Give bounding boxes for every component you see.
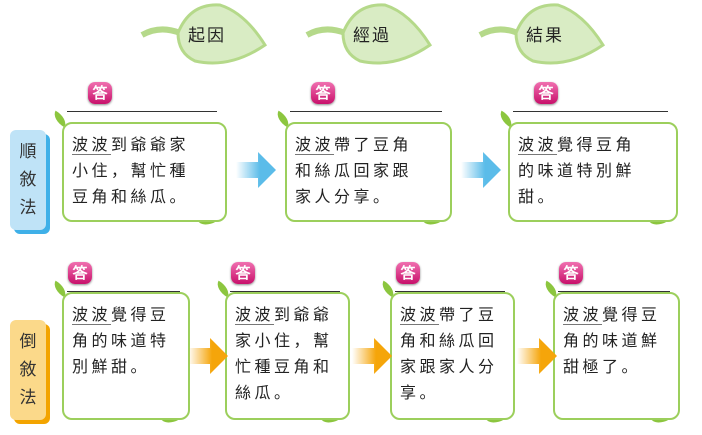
line-text: 到爺爺 xyxy=(274,305,333,324)
line-text: 忙種豆角和 xyxy=(235,357,333,376)
text-line: 家人分享。 xyxy=(295,184,442,210)
answer-badge: 答 xyxy=(88,82,112,104)
text-line: 絲瓜。 xyxy=(235,380,340,406)
row-label-char: 順 xyxy=(19,142,37,162)
line-text: 角的味道特 xyxy=(72,331,170,350)
text-line: 豆角和絲瓜。 xyxy=(72,184,217,210)
line-text: 帶了豆 xyxy=(439,305,498,324)
leaf-icon xyxy=(140,3,268,65)
text-line: 小住，幫忙種 xyxy=(72,158,217,184)
line-text: 別鮮甜。 xyxy=(72,357,151,376)
answer-line xyxy=(395,291,505,292)
name-underlined: 波波 xyxy=(400,305,440,324)
arrow-right-icon xyxy=(236,150,276,190)
answer-box: 波波帶了豆角和絲瓜回家跟家人分享。 xyxy=(285,122,452,222)
answer-box: 波波帶了豆角和絲瓜回家跟家人分享。 xyxy=(390,292,515,420)
line-text: 和絲瓜回家跟 xyxy=(295,161,413,180)
name-underlined: 波波 xyxy=(518,135,558,154)
answer-box: 波波到爺爺家小住，幫忙種豆角和絲瓜。 xyxy=(225,292,350,420)
row-label-char: 敘 xyxy=(19,360,37,380)
text-line: 角的味道特 xyxy=(72,328,180,354)
text-line: 波波覺得豆角 xyxy=(518,132,668,158)
line-text: 甜。 xyxy=(518,187,558,206)
stage-label: 起因 xyxy=(188,26,226,46)
line-text: 角和絲瓜回 xyxy=(400,331,498,350)
text-line: 享。 xyxy=(400,380,505,406)
answer-badge: 答 xyxy=(68,262,92,284)
line-text: 享。 xyxy=(400,383,440,402)
text-line: 甜。 xyxy=(518,184,668,210)
answer-line xyxy=(230,291,340,292)
line-text: 覺得豆 xyxy=(111,305,170,324)
stage-leaf: 結果 xyxy=(478,3,606,65)
name-underlined: 波波 xyxy=(72,305,112,324)
line-text: 帶了豆角 xyxy=(334,135,413,154)
text-line: 和絲瓜回家跟 xyxy=(295,158,442,184)
text-line: 波波帶了豆 xyxy=(400,302,505,328)
answer-box: 波波覺得豆角的味道鮮甜極了。 xyxy=(553,292,680,420)
name-underlined: 波波 xyxy=(72,135,112,154)
text-line: 角和絲瓜回 xyxy=(400,328,505,354)
answer-line xyxy=(67,291,180,292)
arrow-right-icon xyxy=(461,150,501,190)
arrow-right-icon xyxy=(352,336,392,376)
text-line: 家跟家人分 xyxy=(400,354,505,380)
answer-box: 波波到爺爺家小住，幫忙種豆角和絲瓜。 xyxy=(62,122,227,222)
line-text: 小住，幫忙種 xyxy=(72,161,190,180)
answer-box: 波波覺得豆角的味道特別鮮甜。 xyxy=(62,292,190,420)
text-line: 家小住，幫 xyxy=(235,328,340,354)
answer-line xyxy=(513,111,668,112)
name-underlined: 波波 xyxy=(235,305,275,324)
line-text: 的味道特別鮮 xyxy=(518,161,636,180)
row-label-char: 法 xyxy=(19,198,37,218)
answer-box: 波波覺得豆角的味道特別鮮甜。 xyxy=(508,122,678,222)
text-line: 波波覺得豆 xyxy=(72,302,180,328)
stage-leaf: 經過 xyxy=(305,3,433,65)
answer-line xyxy=(67,111,217,112)
line-text: 絲瓜。 xyxy=(235,383,294,402)
answer-badge: 答 xyxy=(534,82,558,104)
line-text: 豆角和絲瓜。 xyxy=(72,187,190,206)
answer-badge: 答 xyxy=(559,262,583,284)
leaf-icon xyxy=(305,3,433,65)
text-line: 波波覺得豆 xyxy=(563,302,670,328)
answer-line xyxy=(290,111,442,112)
row-label-char: 倒 xyxy=(19,332,37,352)
row-label-char: 法 xyxy=(19,388,37,408)
stage-label: 結果 xyxy=(526,26,564,46)
line-text: 到爺爺家 xyxy=(111,135,190,154)
stage-leaf: 起因 xyxy=(140,3,268,65)
text-line: 波波到爺爺 xyxy=(235,302,340,328)
text-line: 別鮮甜。 xyxy=(72,354,180,380)
text-line: 角的味道鮮 xyxy=(563,328,670,354)
answer-line xyxy=(558,291,670,292)
stage-label: 經過 xyxy=(353,26,391,46)
row-label-char: 敘 xyxy=(19,170,37,190)
line-text: 角的味道鮮 xyxy=(563,331,661,350)
row-label: 倒敘法 xyxy=(10,320,46,420)
text-line: 波波帶了豆角 xyxy=(295,132,442,158)
answer-badge: 答 xyxy=(231,262,255,284)
line-text: 覺得豆角 xyxy=(557,135,636,154)
text-line: 忙種豆角和 xyxy=(235,354,340,380)
line-text: 家小住，幫 xyxy=(235,331,333,350)
line-text: 覺得豆 xyxy=(602,305,661,324)
text-line: 甜極了。 xyxy=(563,354,670,380)
leaf-icon xyxy=(478,3,606,65)
text-line: 波波到爺爺家 xyxy=(72,132,217,158)
line-text: 家跟家人分 xyxy=(400,357,498,376)
line-text: 家人分享。 xyxy=(295,187,393,206)
arrow-right-icon xyxy=(517,336,557,376)
arrow-right-icon xyxy=(188,336,228,376)
answer-badge: 答 xyxy=(396,262,420,284)
row-label: 順敘法 xyxy=(10,130,46,230)
answer-badge: 答 xyxy=(311,82,335,104)
name-underlined: 波波 xyxy=(295,135,335,154)
line-text: 甜極了。 xyxy=(563,357,642,376)
text-line: 的味道特別鮮 xyxy=(518,158,668,184)
name-underlined: 波波 xyxy=(563,305,603,324)
